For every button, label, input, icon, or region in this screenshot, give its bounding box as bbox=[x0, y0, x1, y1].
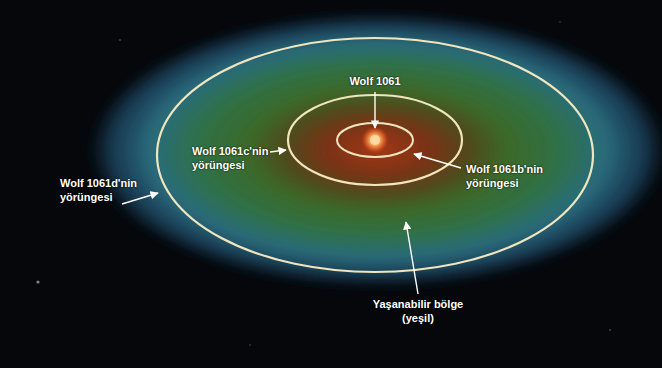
orbit-label: Wolf 1061c'nin yörüngesi bbox=[192, 144, 270, 172]
leader-orbit-d bbox=[122, 193, 158, 204]
leader-habitable-zone bbox=[406, 222, 418, 294]
leader-orbit-c bbox=[270, 150, 286, 152]
orbit-label: Wolf 1061b'nin yörüngesi bbox=[466, 162, 546, 190]
orbit-label: Wolf 1061d'nin yörüngesi bbox=[60, 176, 140, 204]
leader-lines bbox=[122, 92, 461, 294]
star-glow bbox=[361, 126, 389, 154]
star bbox=[370, 135, 380, 145]
leader-orbit-b bbox=[414, 154, 461, 168]
orbit-b bbox=[337, 123, 413, 157]
orbit-d bbox=[157, 38, 593, 272]
zone-label: Yaşanabilir bölge (yeşil) bbox=[368, 297, 468, 325]
habitable-zone-glow bbox=[86, 12, 662, 288]
leader-star bbox=[374, 92, 375, 128]
star-label: Wolf 1061 bbox=[340, 74, 410, 88]
